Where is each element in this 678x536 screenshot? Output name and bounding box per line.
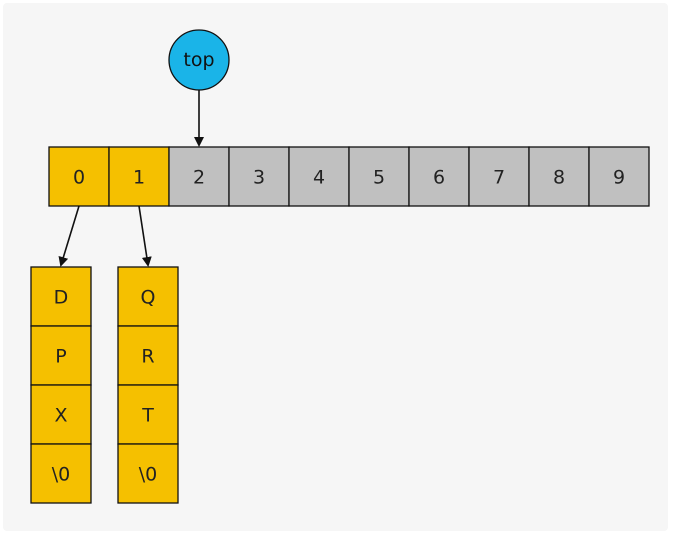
array-cell-box bbox=[108, 146, 170, 207]
array-cell-label: 9 bbox=[613, 167, 625, 189]
string-char-box bbox=[30, 443, 92, 504]
array-cell-label: 0 bbox=[73, 167, 85, 189]
string-char-label: X bbox=[54, 405, 67, 427]
string-char-label: R bbox=[141, 346, 154, 368]
string-pointer-arrow bbox=[138, 205, 152, 267]
array-cell-box bbox=[348, 146, 410, 207]
string-columns: D P X \0 Q R T \0 bbox=[30, 266, 179, 504]
array-cell: 7 bbox=[468, 146, 530, 207]
string-char-box bbox=[117, 325, 179, 386]
top-pointer-label: top bbox=[183, 49, 214, 71]
array-cell-label: 1 bbox=[133, 167, 145, 189]
array-cell-box bbox=[588, 146, 650, 207]
array-cell: 5 bbox=[348, 146, 410, 207]
array-row: 0 1 2 3 4 5 6 7 8 9 bbox=[48, 146, 650, 207]
array-cell-label: 7 bbox=[493, 167, 505, 189]
array-cell: 9 bbox=[588, 146, 650, 207]
string-char-label: \0 bbox=[52, 464, 71, 486]
array-cell-label: 4 bbox=[313, 167, 325, 189]
string-char-label: \0 bbox=[139, 464, 158, 486]
string-char-label: P bbox=[55, 346, 66, 368]
string-column: D P X \0 bbox=[30, 266, 92, 504]
array-cell-box bbox=[468, 146, 530, 207]
string-char-box bbox=[30, 266, 92, 327]
string-char-box bbox=[30, 384, 92, 445]
string-char-label: T bbox=[141, 405, 154, 427]
array-cell: 3 bbox=[228, 146, 290, 207]
array-cell-label: 6 bbox=[433, 167, 445, 189]
string-char-label: D bbox=[54, 287, 69, 309]
array-cell: 4 bbox=[288, 146, 350, 207]
background bbox=[3, 3, 668, 531]
top-pointer: top bbox=[168, 29, 230, 147]
array-cell-box bbox=[288, 146, 350, 207]
array-cell-box bbox=[408, 146, 470, 207]
array-cell-label: 8 bbox=[553, 167, 565, 189]
string-char-box bbox=[30, 325, 92, 386]
array-cell-label: 2 bbox=[193, 167, 205, 189]
array-cell-label: 5 bbox=[373, 167, 385, 189]
array-cell-label: 3 bbox=[253, 167, 265, 189]
array-cell: 1 bbox=[108, 146, 170, 207]
string-char-box bbox=[117, 443, 179, 504]
string-char-box bbox=[117, 384, 179, 445]
array-cell-box bbox=[168, 146, 230, 207]
array-cell: 6 bbox=[408, 146, 470, 207]
array-cell-box bbox=[48, 146, 110, 207]
array-cell: 2 bbox=[168, 146, 230, 207]
array-cell: 8 bbox=[528, 146, 590, 207]
array-cell: 0 bbox=[48, 146, 110, 207]
string-column: Q R T \0 bbox=[117, 266, 179, 504]
string-pointer-arrow bbox=[58, 205, 80, 267]
array-cell-box bbox=[528, 146, 590, 207]
string-char-label: Q bbox=[141, 287, 156, 309]
pointer-arrows bbox=[58, 205, 152, 267]
